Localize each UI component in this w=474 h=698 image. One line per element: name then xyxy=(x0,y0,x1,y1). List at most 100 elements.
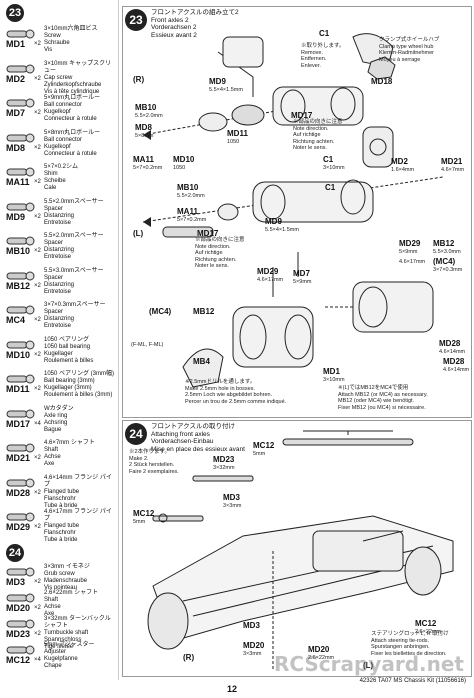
part-description: 3×3mm イモネジ Grub screw Madenschraube Vis … xyxy=(44,564,90,591)
part-icon xyxy=(6,64,35,73)
step23-part-label: C1 xyxy=(319,29,330,38)
step24-part-label: MD23 xyxy=(213,455,235,464)
part-icon xyxy=(6,305,35,315)
step23-part-size: 3×10mm xyxy=(323,165,345,171)
remove-note: ※取り外します。 Remove. Entfernen. Enlever. xyxy=(301,43,345,69)
step23-part-label: MB10 xyxy=(177,183,199,192)
step23-part-label: MD17 xyxy=(291,111,313,120)
part-code: MD3 xyxy=(6,577,26,587)
step23-part-size: 4.6×17mm xyxy=(257,277,284,283)
part-code: MA11 xyxy=(6,177,30,187)
part-code: MD20 xyxy=(6,603,31,613)
step23-part-size: 1.6×4mm xyxy=(391,167,415,173)
part-description: 2.6×22mm シャフト Shaft Achse Axe xyxy=(44,590,99,617)
part-icon xyxy=(6,374,35,384)
part-description: 4.6×14mm フランジ パイプ Flanged tube Flanschro… xyxy=(44,474,112,509)
step23-part-label: MD2 xyxy=(391,157,408,166)
part-code: MD17 xyxy=(6,418,31,429)
step23-part-size: 5.5×4×1.5mm xyxy=(209,87,243,93)
part-description: 5.5×2.0mmスペーサー Spacer Distanzring Entret… xyxy=(44,198,104,226)
part-description: 3×10mm キャップスクリュー Cap screw Zylinderkopfs… xyxy=(44,60,112,95)
clamp-hub-note: クランプ式ホイールハブ Clamp type wheel hub Klemm-R… xyxy=(379,37,440,63)
step24-part-size: 5mm xyxy=(253,451,266,457)
part-qty: ×2 xyxy=(34,631,41,637)
part-code: MD1 xyxy=(6,39,26,49)
step23-part-label: MD28 xyxy=(439,339,461,348)
step24-part-size: 3×3mm xyxy=(223,503,242,509)
part-icon xyxy=(6,645,35,655)
part-qty: ×2 xyxy=(34,75,41,82)
part-code: MD10 xyxy=(6,349,31,360)
drill-note: ※2.5mmドリルを通します。 Make 2.5mm hole in bosse… xyxy=(185,379,287,405)
step23-part-size: 4.6×7mm xyxy=(441,167,465,173)
part-code: MD23 xyxy=(6,629,31,639)
step23-part-label: MD29 xyxy=(399,239,421,248)
part-description: 3×7×0.3mmスペーサー Spacer Distanzring Entret… xyxy=(44,302,106,329)
part-icon xyxy=(6,236,35,246)
step23-part-label: MD18 xyxy=(371,77,393,86)
step24-part-label: MD3 xyxy=(243,621,260,630)
mb12-note: ※(L)ではMB12をMC4で使用 Attach MB12 (or MC4) a… xyxy=(338,385,428,411)
sidebar-divider xyxy=(118,0,119,680)
step23-part-size: 5×9mm xyxy=(399,249,418,255)
part-icon xyxy=(6,593,35,603)
part-qty: ×2 xyxy=(34,248,41,254)
step23-part-size: 4.6×14mm xyxy=(439,349,466,355)
part-code: MD9 xyxy=(6,211,26,222)
step-24-badge: 24 xyxy=(6,544,24,562)
step23-part-label: MD9 xyxy=(265,217,282,226)
step23-part-size: 5.5×2.0mm xyxy=(135,113,163,119)
part-qty: ×2 xyxy=(34,489,41,496)
part-code: MD8 xyxy=(6,142,26,153)
part-description: 3×32mm ターンバックルシャフト Turnbuckle shaft Span… xyxy=(44,616,111,650)
step23-part-size: 5.5×2.0mm xyxy=(177,193,205,199)
part-qty: ×2 xyxy=(34,144,41,151)
part-icon xyxy=(6,29,35,39)
part-qty: ×2 xyxy=(34,524,41,530)
step-24-drawing xyxy=(147,430,454,671)
part-code: MD29 xyxy=(6,522,31,532)
part-icon xyxy=(6,98,35,108)
part-qty: ×4 xyxy=(34,657,41,663)
part-icon xyxy=(6,478,35,487)
part-description: 5mm アジャスター Adjuster Kugelpfanne Chape xyxy=(44,642,95,669)
part-icon xyxy=(6,202,35,211)
step-23-panel: 23 フロントアクスルの組み立て2 Front axles 2 Vorderac… xyxy=(122,6,472,418)
step24-part-label: MD20 xyxy=(243,641,265,650)
part-code: MC4 xyxy=(6,315,26,325)
footer: 12 xyxy=(0,682,474,694)
part-code: MD21 xyxy=(6,453,31,463)
part-description: 5×8mm丸ロボールー Ball connector Kugelkopf Con… xyxy=(44,129,101,157)
direction-note-1: ※部品の向きに注意 Note direction. Auf richtige R… xyxy=(293,119,343,151)
part-icon xyxy=(6,567,35,577)
part-description: 5×9mm丸ロボールー Ball connector Kugelkopf Con… xyxy=(44,95,101,122)
part-qty: ×4 xyxy=(34,420,41,427)
part-description: Wカタダン Axle ring Achsring Bague xyxy=(44,405,74,433)
part-icon xyxy=(6,133,35,142)
step23-part-label: MD1 xyxy=(323,367,340,376)
step23-part-size: 4.6×14mm xyxy=(443,367,470,373)
kit-reference: 42326 TA07 MS Chassis Kit (11056616) xyxy=(359,678,466,684)
step24-part-size: 3×3mm xyxy=(243,651,262,657)
step24-part-label: MC12 xyxy=(415,619,437,628)
step23-part-label: (MC4) xyxy=(433,257,456,266)
part-code: MC12 xyxy=(6,655,31,665)
step23-part-size: 3×10mm xyxy=(323,377,345,383)
step23-part-label: (R) xyxy=(133,75,145,84)
part-qty: ×2 xyxy=(34,386,41,392)
step24-part-label: (R) xyxy=(183,653,195,662)
part-qty: ×2 xyxy=(34,605,41,611)
step24-part-size: 2.6×22mm xyxy=(415,629,442,635)
direction-note-2: ※部品の向きに注意 Note direction. Auf richtige R… xyxy=(195,237,245,269)
part-description: 5×7×0.2シム Shim Scheibe Cale xyxy=(44,164,79,191)
step23-part-label: MD21 xyxy=(441,157,463,166)
